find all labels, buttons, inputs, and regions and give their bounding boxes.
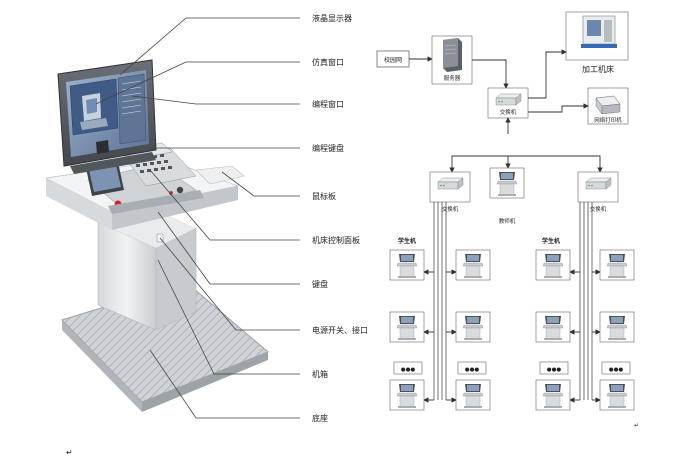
right-student-3a — [535, 379, 571, 411]
callout-program-window: 编程窗口 — [312, 99, 344, 109]
callout-lcd-monitor: 液晶显示器 — [312, 13, 352, 23]
program-window — [117, 73, 147, 145]
right-ellipsis-2: ●●● — [609, 367, 624, 373]
left-student-3b — [455, 379, 491, 411]
left-student-1a — [389, 249, 425, 281]
server-icon — [443, 38, 458, 68]
left-student-1b — [455, 249, 491, 281]
right-student-1b — [599, 249, 635, 281]
left-ellipsis-1: ●●● — [401, 367, 416, 373]
network-diagram: 校园网 服务器 交换机 加工机床 网络打印机 交换机 — [376, 11, 639, 429]
callout-simulation-window: 仿真窗口 — [312, 57, 344, 67]
right-student-2b — [599, 311, 635, 343]
machine-tool-label: 加工机床 — [582, 64, 614, 74]
printer-label: 网络打印机 — [594, 116, 622, 124]
right-ellipsis-1: ●●● — [547, 367, 562, 373]
callout-machine-control-panel: 机床控制面板 — [312, 235, 360, 245]
paragraph-mark: ↵ — [66, 448, 73, 457]
keyboard — [108, 190, 204, 214]
right-student-3b — [599, 379, 635, 411]
paragraph-mark-right: ↵ — [634, 422, 639, 429]
left-student-2b — [455, 311, 491, 343]
callout-keyboard: 键盘 — [312, 279, 328, 289]
right-student-2a — [535, 311, 571, 343]
callout-cabinet: 机箱 — [312, 369, 328, 379]
left-student-3a — [389, 379, 425, 411]
teacher-machine-label: 教师机 — [499, 217, 516, 225]
left-ellipsis-2: ●●● — [465, 367, 480, 373]
callout-base: 底座 — [312, 413, 328, 423]
cnc-console-illustration — [44, 59, 269, 412]
right-student-1a — [535, 249, 571, 281]
campus-network-label: 校园网 — [384, 56, 402, 64]
callout-power-interface: 电源开关、接口 — [312, 325, 368, 335]
right-switch-icon — [577, 171, 619, 203]
callout-mouse-pad: 鼠标板 — [312, 191, 336, 201]
left-student-2a — [389, 311, 425, 343]
left-group-label: 学生机 — [398, 237, 416, 245]
left-switch-icon — [429, 171, 471, 203]
callout-labels: 液晶显示器 仿真窗口 编程窗口 编程键盘 鼠标板 机床控制面板 键盘 电源开关、… — [312, 13, 368, 423]
right-group-label: 学生机 — [542, 237, 560, 245]
mouse-pad — [195, 165, 245, 185]
right-switch-label: 交换机 — [590, 205, 607, 213]
left-switch-label: 交换机 — [442, 205, 459, 213]
main-switch-label: 交换机 — [500, 108, 517, 116]
callout-lines — [95, 17, 300, 419]
teacher-machine-icon — [489, 167, 525, 199]
callout-programming-keypad: 编程键盘 — [312, 143, 344, 153]
server-label: 服务器 — [444, 74, 461, 82]
